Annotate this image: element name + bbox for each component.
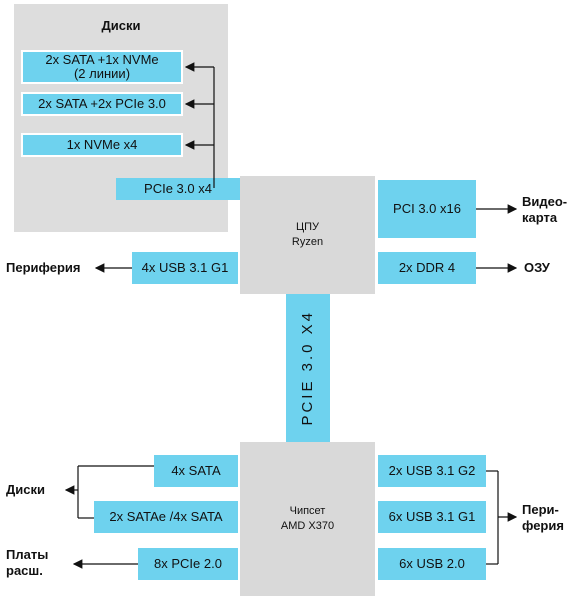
disk-option-label: 2x SATA +2x PCIe 3.0 — [38, 96, 166, 111]
chipset-usb-g2-label: 2x USB 3.1 G2 — [388, 463, 476, 478]
peripherals-line2: ферия — [522, 518, 564, 533]
chipset-usb-g1-box: 6x USB 3.1 G1 — [378, 501, 486, 533]
cpu-usb-box: 4x USB 3.1 G1 — [132, 252, 238, 284]
disks-panel-title: Диски — [101, 18, 141, 33]
peripherals-label-top: Периферия — [6, 260, 81, 275]
peripherals-line1: Пери- — [522, 502, 559, 517]
video-card-line1: Видео- — [522, 194, 568, 209]
peripherals-label-bottom: Пери- ферия — [522, 502, 578, 534]
chipset-pcie-label: 8x PCIe 2.0 — [154, 556, 222, 571]
pci-x16-box: PCI 3.0 x16 — [378, 180, 476, 238]
ddr4-label: 2x DDR 4 — [398, 260, 456, 275]
video-card-label: Видео- карта — [522, 194, 578, 226]
disk-option-label: 1x NVMe x4 — [66, 137, 138, 152]
disk-option-line2: (2 линии) — [73, 66, 131, 81]
chipset-satae-label: 2x SATAe /4x SATA — [109, 509, 223, 524]
chipset-sata-label: 4x SATA — [171, 463, 221, 478]
disk-option-sata-pcie: 2x SATA +2x PCIe 3.0 — [21, 92, 183, 116]
cpu-chipset-link: PCIE 3.0 X4 — [286, 294, 330, 442]
chipset-usb2-box: 6x USB 2.0 — [378, 548, 486, 580]
chipset-usb2-label: 6x USB 2.0 — [399, 556, 465, 571]
disk-option-line1: 2x SATA +1x NVMe — [45, 52, 159, 67]
pcie-link-label: PCIe 3.0 x4 — [116, 178, 240, 200]
chipset-satae-box: 2x SATAe /4x SATA — [94, 501, 238, 533]
pci-x16-label: PCI 3.0 x16 — [393, 201, 461, 216]
expansion-cards-line2: расш. — [6, 563, 43, 578]
chipset-pcie-box: 8x PCIe 2.0 — [138, 548, 238, 580]
cpu-block: ЦПУ Ryzen — [240, 176, 375, 294]
ram-label: ОЗУ — [524, 260, 550, 275]
pcie-link-text: PCIe 3.0 x4 — [144, 181, 212, 196]
disks-label-bottom: Диски — [6, 482, 45, 497]
chipset-usb-g2-box: 2x USB 3.1 G2 — [378, 455, 486, 487]
chipset-sata-box: 4x SATA — [154, 455, 238, 487]
expansion-cards-label: Платы расш. — [6, 547, 76, 579]
expansion-cards-line1: Платы — [6, 547, 49, 562]
chipset-model: AMD X370 — [280, 520, 335, 532]
chipset-block: Чипсет AMD X370 — [240, 442, 375, 596]
cpu-usb-label: 4x USB 3.1 G1 — [141, 260, 229, 275]
chipset-label: Чипсет — [289, 505, 326, 517]
ddr4-box: 2x DDR 4 — [378, 252, 476, 284]
chipset-usb-g1-label: 6x USB 3.1 G1 — [388, 509, 476, 524]
cpu-label: ЦПУ — [295, 221, 320, 233]
disk-option-nvme: 1x NVMe x4 — [21, 133, 183, 157]
cpu-model: Ryzen — [291, 236, 324, 248]
video-card-line2: карта — [522, 210, 558, 225]
disk-option-sata-nvme: 2x SATA +1x NVMe (2 линии) — [21, 50, 183, 84]
